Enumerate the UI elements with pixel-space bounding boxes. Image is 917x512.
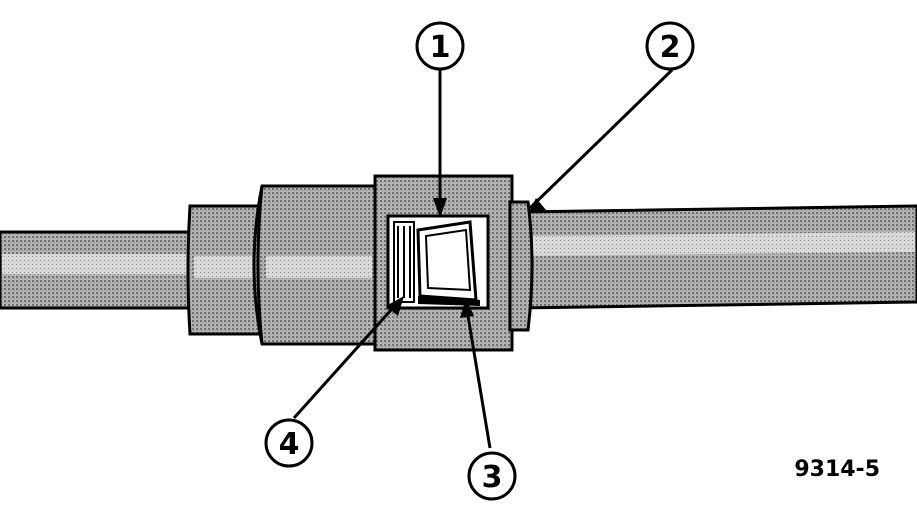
right-tube <box>518 204 917 310</box>
svg-text:4: 4 <box>279 427 300 462</box>
arrowhead-1 <box>433 198 447 218</box>
callout-2: 2 <box>645 21 695 71</box>
leader-arrowheads <box>386 198 546 318</box>
left-collar <box>186 204 264 336</box>
svg-text:3: 3 <box>482 460 503 495</box>
leader-line-4 <box>292 298 402 420</box>
svg-text:2: 2 <box>660 30 681 65</box>
callout-3: 3 <box>467 451 517 501</box>
leader-line-3 <box>464 303 492 449</box>
connector-body <box>252 184 377 346</box>
leader-line-2 <box>528 68 674 210</box>
arrowhead-2 <box>528 198 546 214</box>
leader-lines <box>292 68 674 449</box>
callout-4: 4 <box>264 418 314 468</box>
svg-text:1: 1 <box>430 30 451 65</box>
arrowhead-3 <box>460 298 474 318</box>
callout-1: 1 <box>415 21 465 71</box>
arrowhead-4 <box>386 296 404 316</box>
retainer-window <box>386 214 490 310</box>
figure-id: 9314-5 <box>794 457 880 482</box>
left-tube <box>0 230 194 310</box>
end-ring <box>508 200 534 332</box>
